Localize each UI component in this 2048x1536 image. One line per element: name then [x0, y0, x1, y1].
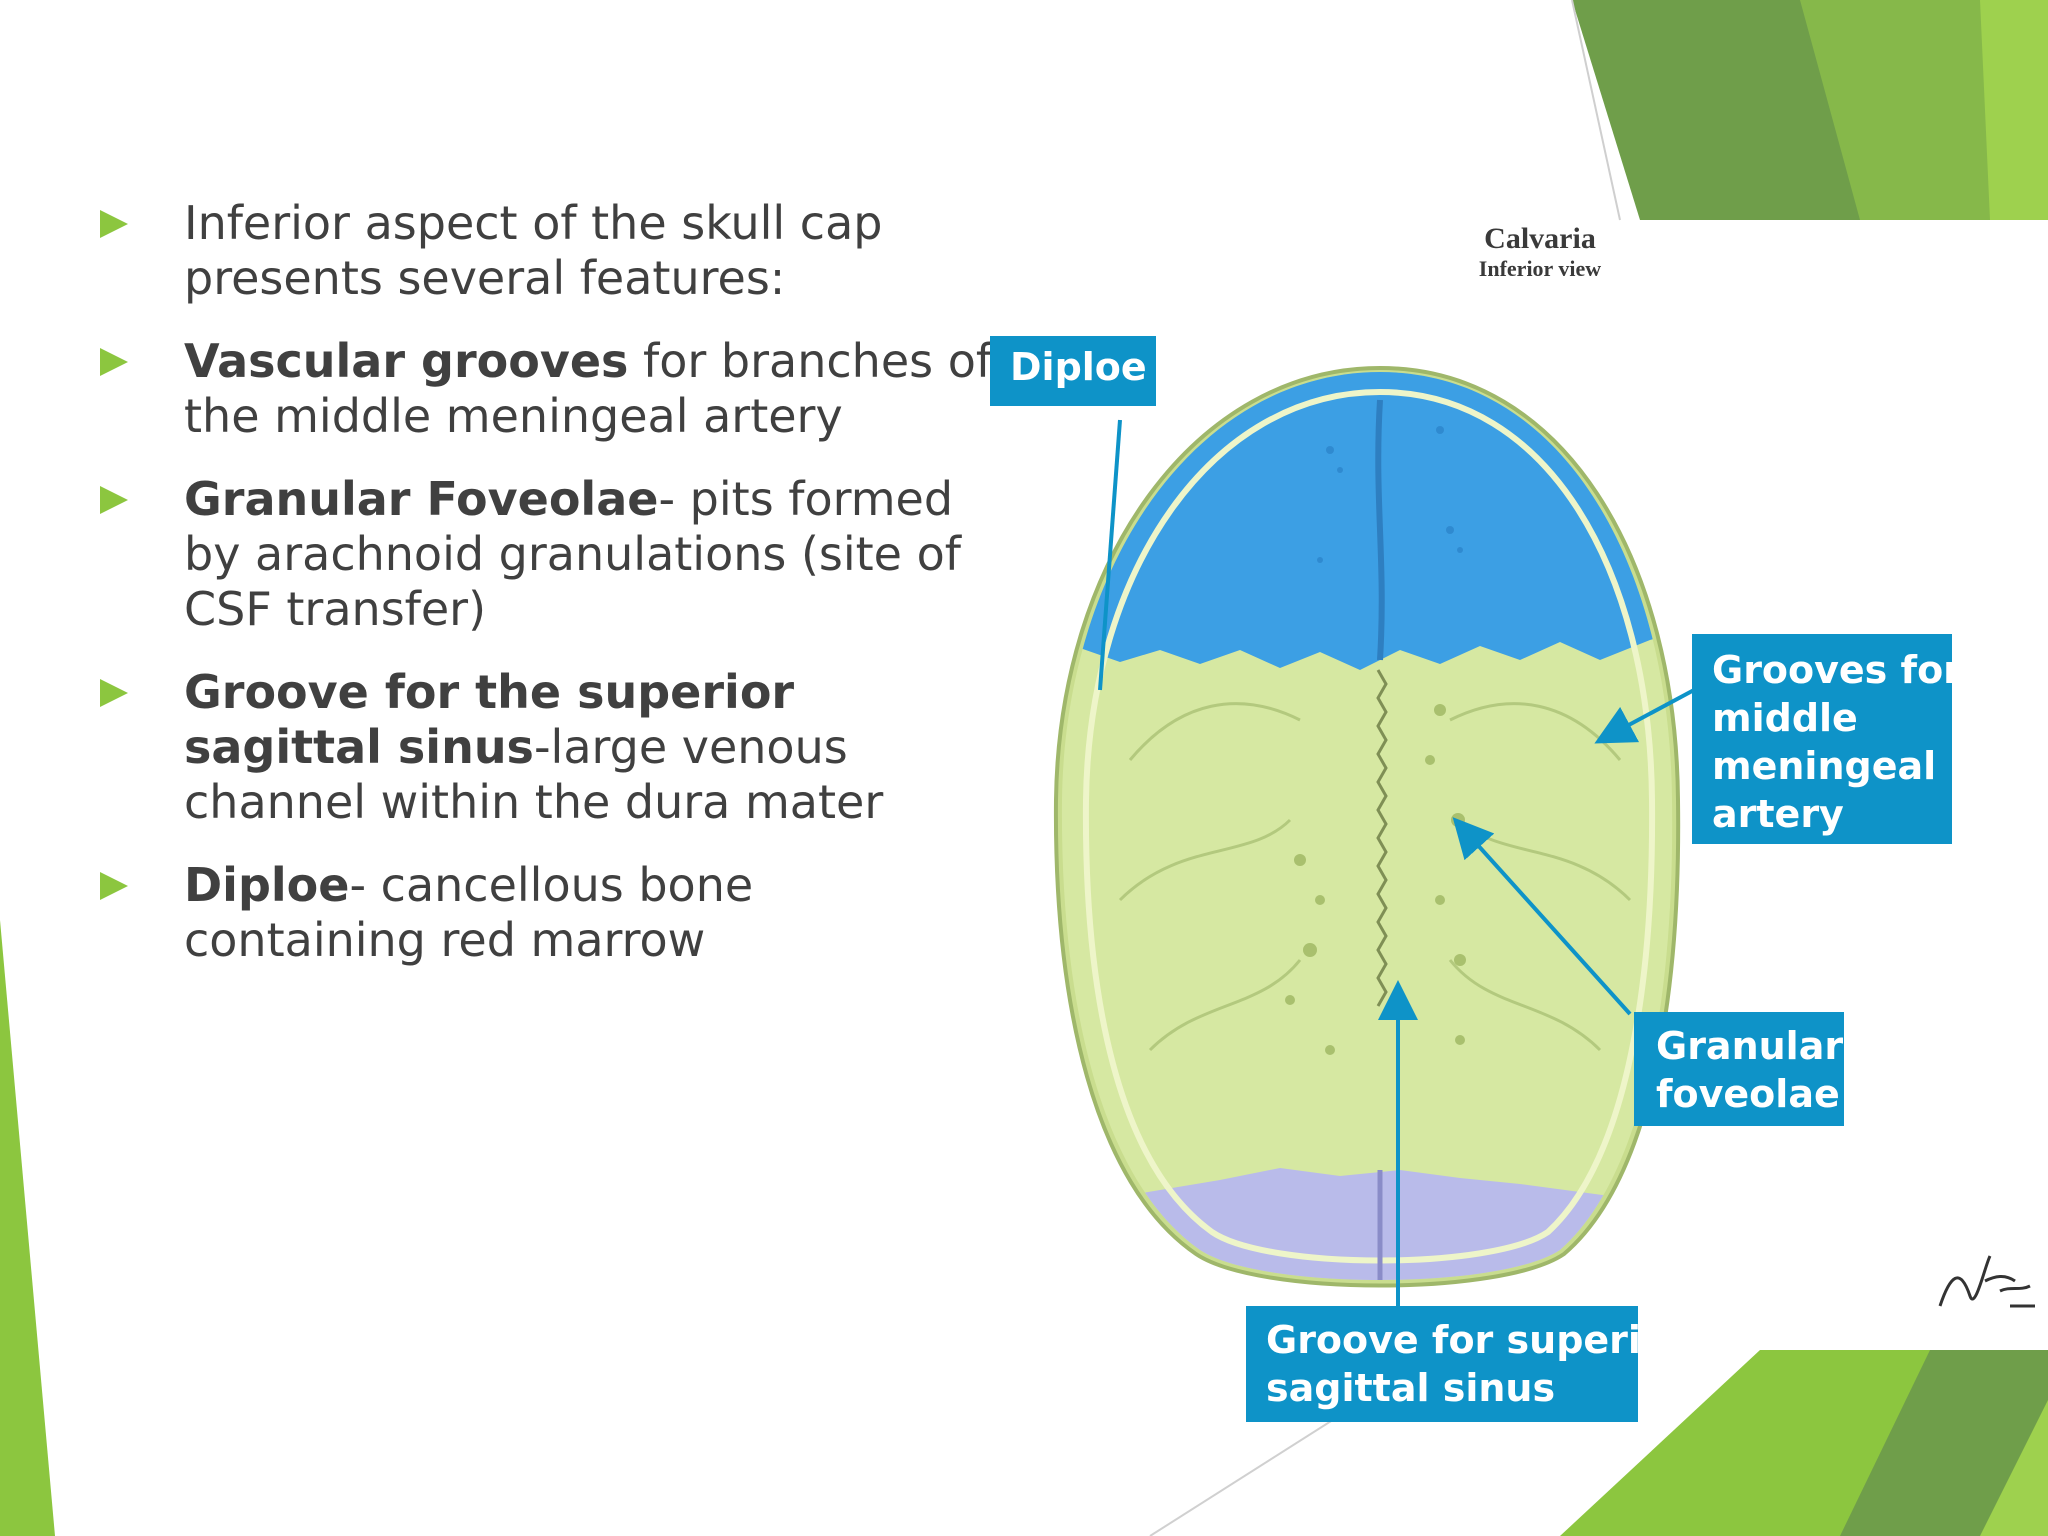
frontal-pits: [1317, 426, 1463, 563]
figure-title: Calvaria Inferior view: [1440, 222, 1640, 282]
top-right-shard-light: [1980, 0, 2048, 220]
top-right-line: [1571, 0, 1621, 221]
bullet-item: Groove for the superior sagittal sinus-l…: [100, 665, 1000, 830]
figure-title-sub: Inferior view: [1478, 256, 1602, 281]
bullet-item: Granular Foveolae- pits formed by arachn…: [100, 472, 1000, 637]
bullet-text: Groove for the superior sagittal sinus-l…: [184, 665, 884, 829]
triangle-bullet-icon: [100, 679, 128, 707]
label-grooves-text-2: middle: [1712, 696, 1858, 740]
label-grooves-text-1: Grooves for: [1712, 648, 1952, 692]
triangle-bullet-icon: [100, 486, 128, 514]
label-granular-foveolae: Granular foveolae: [1634, 1012, 1844, 1126]
figure-title-main: Calvaria: [1484, 222, 1596, 255]
bullet-text: Vascular grooves for branches of the mid…: [184, 334, 993, 443]
bullet-item: Vascular grooves for branches of the mid…: [100, 334, 1000, 444]
triangle-bullet-icon: [100, 348, 128, 376]
label-sagittal-text-1: Groove for superior: [1266, 1318, 1638, 1362]
label-diploe-text: Diploe: [1010, 345, 1147, 389]
left-shard: [0, 920, 55, 1536]
triangle-bullet-icon: [100, 210, 128, 238]
bullet-list: Inferior aspect of the skull cap present…: [100, 196, 1000, 996]
occipital-bone: [1061, 1168, 1673, 1280]
frontal-crest: [1375, 399, 1385, 661]
bullet-item: Diploe- cancellous bone containing red m…: [100, 858, 1000, 968]
bottom-right-shard-dark: [1840, 1350, 2048, 1536]
bullet-item: Inferior aspect of the skull cap present…: [100, 196, 1000, 306]
triangle-bullet-icon: [100, 872, 128, 900]
granular-pointer: [1452, 817, 1632, 1016]
label-grooves-text-4: artery: [1712, 792, 1844, 836]
label-grooves-meningeal: Grooves for middle meningeal artery: [1692, 634, 1952, 844]
label-sagittal-text-2: sagittal sinus: [1266, 1366, 1556, 1410]
label-diploe: Diploe: [990, 336, 1156, 406]
grooves-pointer: [1594, 688, 1695, 744]
label-sagittal-sinus: Groove for superior sagittal sinus: [1246, 1306, 1638, 1422]
label-grooves-text-3: meningeal: [1712, 744, 1937, 788]
bullet-text: Inferior aspect of the skull cap present…: [184, 196, 883, 305]
netter-signature-icon: [1938, 1255, 2035, 1308]
label-granular-text-1: Granular: [1656, 1024, 1844, 1068]
bullet-text: Diploe- cancellous bone containing red m…: [184, 858, 754, 967]
diploe-pointer: [1098, 419, 1122, 691]
bottom-right-shard-corner: [1980, 1400, 2048, 1536]
label-granular-text-2: foveolae: [1656, 1072, 1840, 1116]
sagittal-suture: [1376, 669, 1388, 1007]
bullet-text: Granular Foveolae- pits formed by arachn…: [184, 472, 961, 636]
